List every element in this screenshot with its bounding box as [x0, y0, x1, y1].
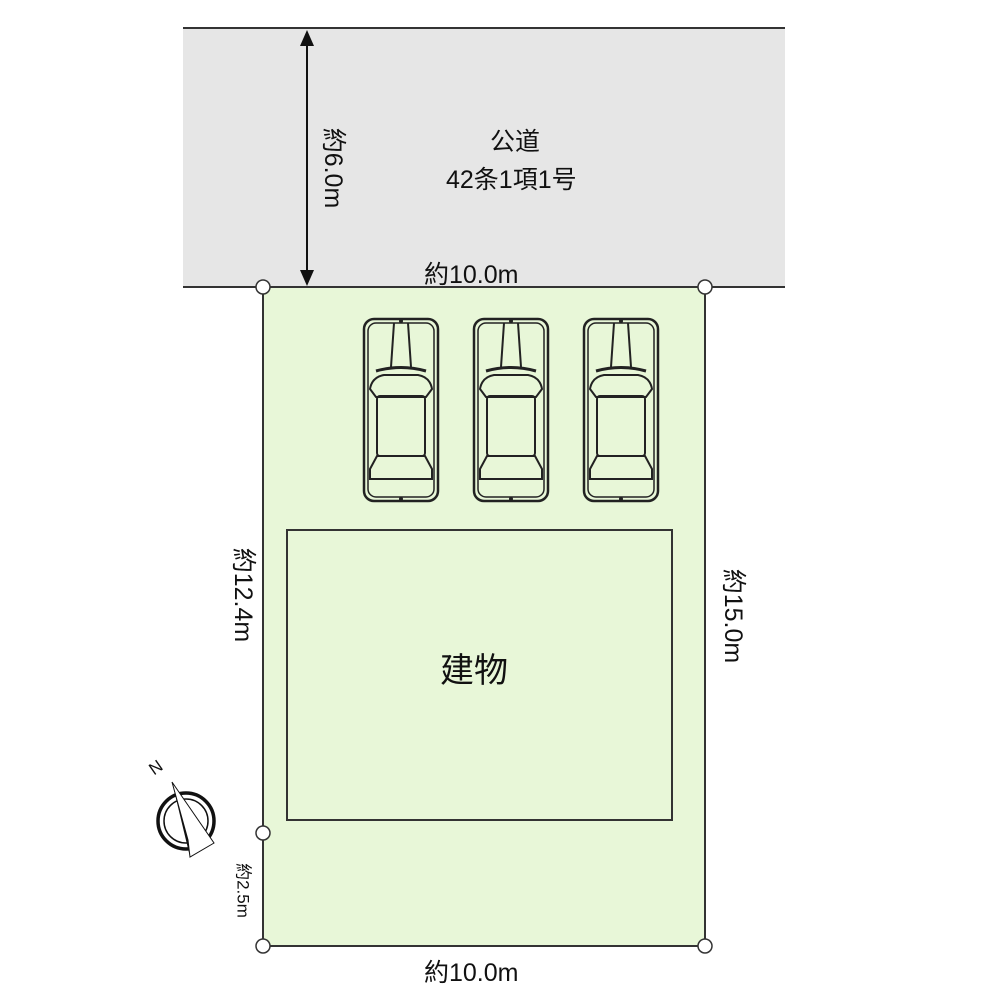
road-width-arrow — [300, 30, 314, 286]
boundary-marker — [697, 938, 713, 954]
road-name: 公道 — [490, 128, 541, 156]
building-label: 建物 — [440, 652, 508, 690]
boundary-marker — [697, 279, 713, 295]
road-width-label: 約6.0m — [319, 127, 347, 209]
right-side-label: 約15.0m — [719, 568, 747, 664]
public-road — [183, 28, 785, 287]
left-side-short-label: 約2.5m — [233, 863, 253, 918]
rear-width-label: 約10.0m — [424, 959, 519, 987]
lot — [262, 286, 706, 947]
left-side-label: 約12.4m — [229, 547, 257, 643]
north-compass-icon — [156, 781, 216, 858]
boundary-marker — [255, 279, 271, 295]
boundary-marker — [255, 825, 271, 841]
frontage-label: 約10.0m — [424, 261, 519, 289]
boundary-marker — [255, 938, 271, 954]
building-outline — [286, 529, 673, 821]
road-type: 42条1項1号 — [446, 166, 577, 194]
